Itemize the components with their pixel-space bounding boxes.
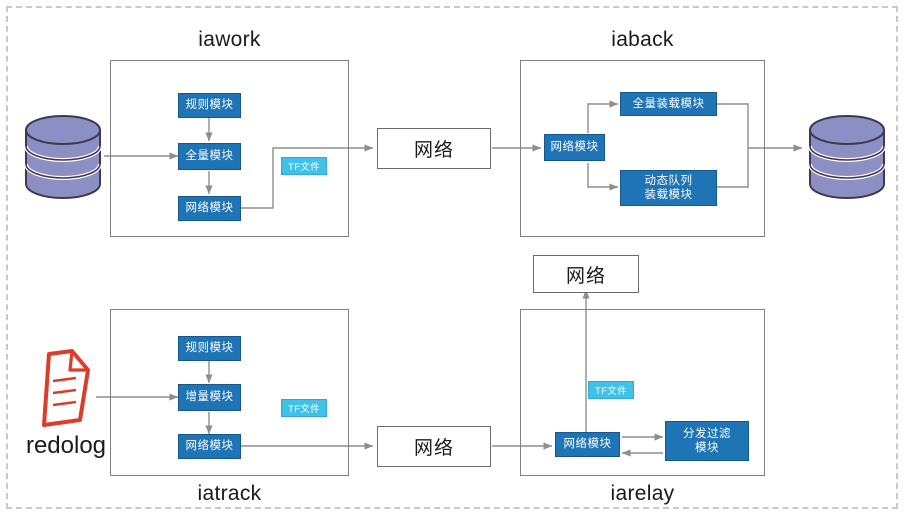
group-caption-iaback: iaback <box>611 28 674 51</box>
target-database-icon <box>806 112 888 202</box>
tf-file-chip-iawork[interactable]: TF文件 <box>281 157 327 175</box>
redolog-label: redolog <box>25 432 107 459</box>
group-caption-iatrack: iatrack <box>197 482 262 505</box>
module-iaback-dynamic-queue-load[interactable]: 动态队列 装载模块 <box>620 170 717 206</box>
module-iaback-full-load[interactable]: 全量装载模块 <box>620 92 717 116</box>
source-database-icon <box>22 112 104 202</box>
module-iawork-rule[interactable]: 规则模块 <box>178 93 241 118</box>
module-iatrack-rule[interactable]: 规则模块 <box>178 336 241 361</box>
network-box-middle[interactable]: 网络 <box>533 255 639 293</box>
network-box-bottom[interactable]: 网络 <box>377 426 491 467</box>
module-iarelay-distribute-filter[interactable]: 分发过滤 模块 <box>665 421 749 461</box>
module-iaback-network[interactable]: 网络模块 <box>544 134 605 161</box>
group-box-iarelay <box>520 309 765 476</box>
tf-file-chip-iarelay[interactable]: TF文件 <box>588 381 634 399</box>
module-iatrack-network[interactable]: 网络模块 <box>178 434 241 459</box>
module-iatrack-incremental[interactable]: 增量模块 <box>178 384 241 411</box>
group-box-iawork <box>110 60 349 237</box>
module-iawork-full[interactable]: 全量模块 <box>178 143 241 170</box>
network-box-top[interactable]: 网络 <box>377 128 491 169</box>
group-box-iatrack <box>110 309 349 476</box>
group-box-iaback <box>520 60 765 237</box>
module-iarelay-network[interactable]: 网络模块 <box>555 432 620 457</box>
outer-dashed-frame <box>6 6 898 509</box>
tf-file-chip-iatrack[interactable]: TF文件 <box>281 399 327 417</box>
redolog-document-icon <box>32 348 94 428</box>
group-caption-iawork: iawork <box>198 28 261 51</box>
group-caption-iarelay: iarelay <box>610 482 675 505</box>
module-iawork-network[interactable]: 网络模块 <box>178 196 241 221</box>
